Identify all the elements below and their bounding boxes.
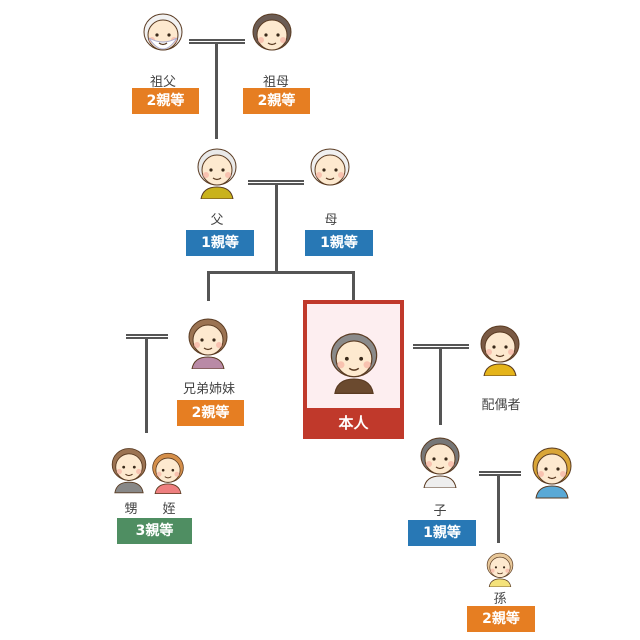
connector-line (207, 271, 210, 301)
father-label: 父 (210, 213, 224, 228)
connector-line (275, 185, 278, 273)
connector-line (207, 271, 355, 274)
mother-illustration (304, 143, 356, 199)
niece-illustration (147, 446, 189, 496)
grandmother-illustration (246, 8, 298, 64)
child-degree-badge: 1親等 (408, 520, 476, 546)
connector-line (497, 476, 500, 543)
child-label: 子 (433, 504, 447, 519)
marriage-line-grandparents (189, 39, 245, 44)
grandchild-label: 孫 (493, 592, 507, 607)
connector-line (145, 339, 148, 433)
grandmother-degree-badge: 2親等 (243, 88, 310, 114)
connector-line (439, 349, 442, 425)
father-illustration (191, 143, 243, 199)
child-illustration (414, 432, 466, 488)
marriage-line-self-spouse (413, 344, 469, 349)
connector-line (215, 44, 218, 139)
mother-label: 母 (324, 213, 338, 228)
self-illustration (323, 318, 385, 402)
niece-label: 姪 (162, 502, 176, 517)
self-box: 本人 (303, 300, 404, 439)
grandfather-illustration (137, 8, 189, 64)
marriage-line-parents (248, 180, 304, 185)
grandmother-label: 祖母 (262, 75, 290, 90)
siblings-degree-badge: 2親等 (177, 400, 244, 426)
mother-degree-badge: 1親等 (305, 230, 373, 256)
self-label: 本人 (303, 408, 404, 439)
nephew-niece-degree-badge: 3親等 (117, 518, 192, 544)
connector-line (352, 271, 355, 301)
grandfather-degree-badge: 2親等 (132, 88, 199, 114)
spouse-label: 配偶者 (481, 398, 521, 413)
grandchild-degree-badge: 2親等 (467, 606, 535, 632)
grandfather-label: 祖父 (149, 75, 177, 90)
siblings-illustration (182, 313, 234, 369)
marriage-line-siblings (126, 334, 168, 339)
siblings-label: 兄弟姉妹 (182, 382, 236, 397)
child-spouse-illustration (526, 440, 578, 500)
marriage-line-child (479, 471, 521, 476)
nephew-label: 甥 (124, 502, 138, 517)
nephew-illustration (106, 440, 152, 496)
spouse-illustration (474, 320, 526, 376)
father-degree-badge: 1親等 (186, 230, 254, 256)
grandchild-illustration (482, 549, 518, 587)
